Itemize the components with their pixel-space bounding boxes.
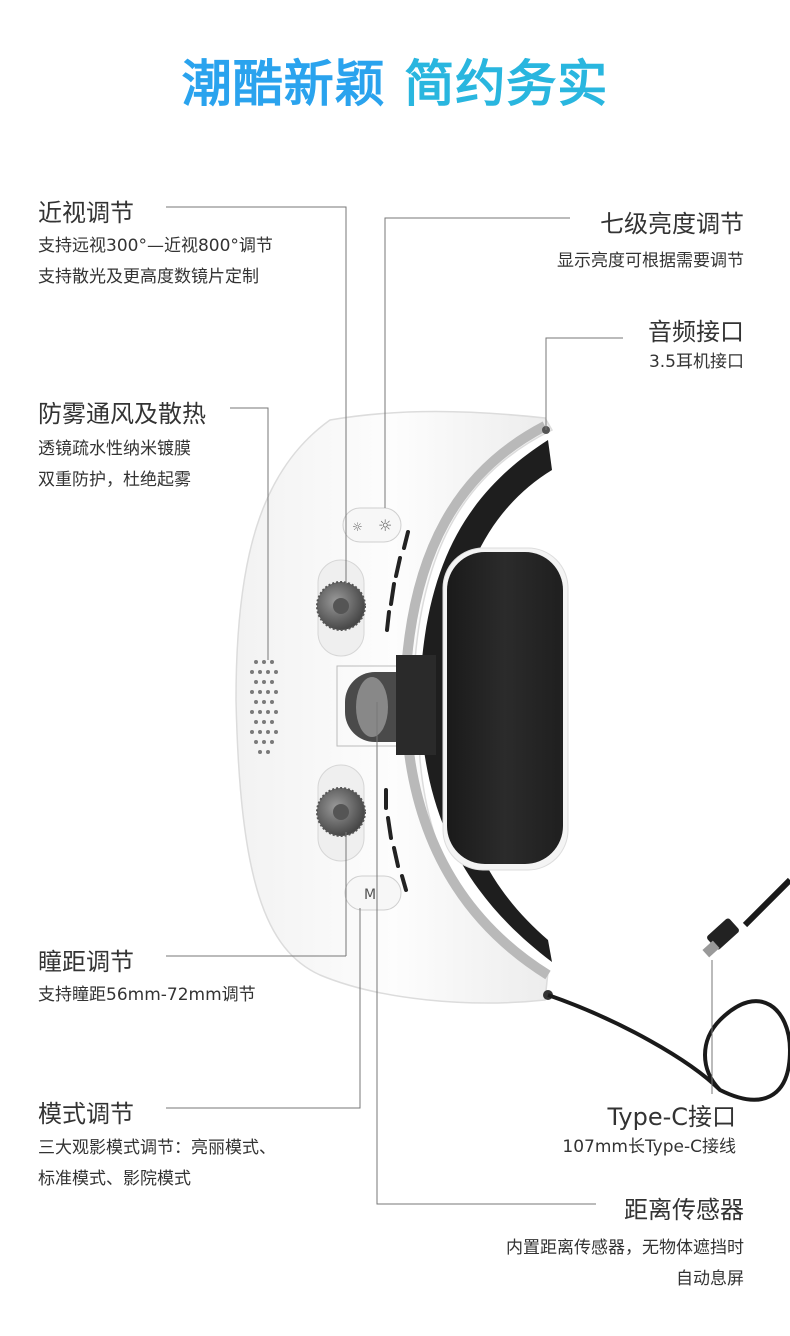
brightness-desc-line1: 显示亮度可根据需要调节	[557, 251, 744, 271]
mode-desc: 三大观影模式调节：亮丽模式、 标准模式、影院模式	[38, 1133, 276, 1195]
antifog-desc-line2: 双重防护，杜绝起雾	[38, 470, 191, 490]
audio-desc-line1: 3.5耳机接口	[648, 352, 744, 372]
antifog-desc: 透镜疏水性纳米镀膜 双重防护，杜绝起雾	[38, 434, 191, 496]
mode-desc-line2: 标准模式、影院模式	[38, 1169, 191, 1189]
audio-leader	[545, 337, 623, 430]
vent-slots	[384, 530, 410, 892]
sensor-title: 距离传感器	[624, 1196, 744, 1224]
antifog-leader	[230, 407, 269, 660]
sensor-leader	[376, 702, 596, 1205]
speaker-grille	[250, 660, 278, 754]
mode-desc-line1: 三大观影模式调节：亮丽模式、	[38, 1138, 276, 1158]
brightness-title: 七级亮度调节	[600, 210, 744, 238]
brightness-button	[342, 507, 402, 543]
svg-text:☼: ☼	[378, 516, 392, 535]
typec-title: Type-C接口	[607, 1103, 736, 1131]
typec-desc-line1: 107mm长Type-C接线	[562, 1137, 736, 1157]
svg-text:M: M	[364, 887, 376, 903]
antifog-title: 防雾通风及散热	[38, 400, 206, 428]
title-part2: 简约务实	[404, 55, 609, 113]
myopia-leader	[166, 206, 347, 584]
svg-text:☼: ☼	[352, 520, 363, 534]
audio-title: 音频接口	[648, 318, 744, 346]
typec-desc: 107mm长Type-C接线	[562, 1132, 736, 1163]
brightness-leader	[384, 217, 570, 508]
ipd-desc-line1: 支持瞳距56mm-72mm调节	[38, 985, 256, 1005]
face-cushion-inner	[447, 552, 563, 864]
antifog-desc-line1: 透镜疏水性纳米镀膜	[38, 439, 191, 459]
title-part1: 潮酷新颖	[181, 55, 386, 113]
ipd-title: 瞳距调节	[38, 948, 134, 976]
myopia-desc: 支持远视300°—近视800°调节 支持散光及更高度数镜片定制	[38, 231, 273, 293]
typec-plug	[707, 918, 739, 950]
myopia-desc-line1: 支持远视300°—近视800°调节	[38, 236, 273, 256]
mode-leader	[166, 908, 361, 1109]
mode-title: 模式调节	[38, 1100, 134, 1128]
mode-button	[344, 875, 402, 911]
myopia-desc-line2: 支持散光及更高度数镜片定制	[38, 267, 259, 287]
typec-cable-top	[742, 877, 790, 928]
sensor-desc: 内置距离传感器，无物体遮挡时 自动息屏	[506, 1233, 744, 1295]
sensor-desc-line1: 内置距离传感器，无物体遮挡时	[506, 1238, 744, 1258]
page-title: 潮酷新颖 简约务实	[0, 44, 790, 116]
sensor-desc-line2: 自动息屏	[676, 1269, 744, 1289]
ipd-desc: 支持瞳距56mm-72mm调节	[38, 980, 256, 1011]
brightness-desc: 显示亮度可根据需要调节	[557, 246, 744, 277]
audio-desc: 3.5耳机接口	[649, 347, 744, 378]
myopia-title: 近视调节	[38, 199, 134, 227]
